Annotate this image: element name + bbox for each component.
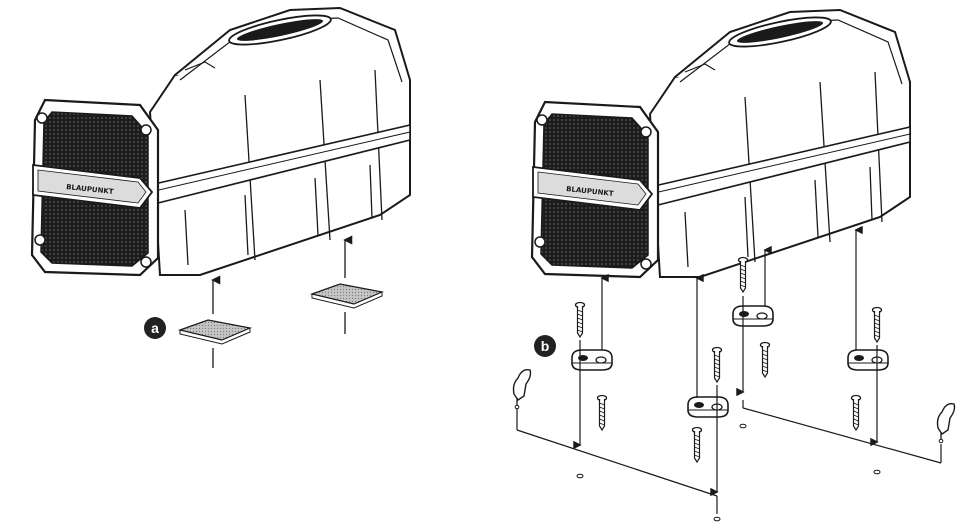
step-b-label: b [541, 338, 550, 354]
mounting-bracket-icon [687, 396, 729, 418]
screw-icon [871, 306, 883, 343]
screw-icon [850, 394, 862, 431]
hook-icon [512, 368, 532, 410]
speaker-right [530, 8, 912, 279]
screw-icon [711, 346, 723, 383]
speaker-left [30, 6, 412, 277]
step-a-badge: a [144, 317, 166, 339]
screw-icon [574, 301, 586, 338]
screw-icon [759, 341, 771, 378]
adhesive-pad-right [309, 283, 385, 309]
screw-icon [596, 394, 608, 431]
screw-icon [737, 256, 749, 293]
screw-icon [691, 426, 703, 463]
mounting-bracket-icon [732, 305, 774, 327]
step-b-badge: b [534, 335, 556, 357]
hook-icon [936, 402, 956, 444]
mounting-bracket-icon [571, 349, 613, 371]
mounting-bracket-icon [847, 349, 889, 371]
step-a-label: a [151, 320, 159, 336]
adhesive-pad-left [177, 319, 253, 345]
